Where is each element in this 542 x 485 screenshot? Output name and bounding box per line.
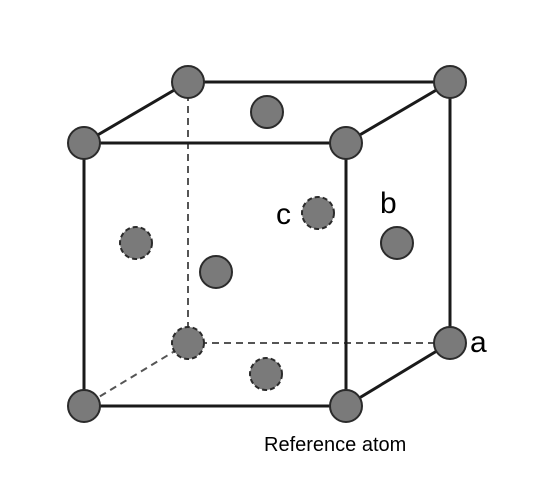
atom-corner-front-top-right (329, 126, 363, 160)
atom-corner-back-bottom-left (171, 326, 205, 360)
label-a: a (470, 326, 487, 359)
label-b: b (380, 187, 397, 220)
labels: c b a Reference atom (264, 187, 487, 456)
atom-corner-back-bottom-right-a (433, 326, 467, 360)
face-center-atoms (119, 95, 414, 391)
atom-back-face-c (301, 196, 335, 230)
atom-corner-back-top-left (171, 65, 205, 99)
atom-right-face-b (380, 226, 414, 260)
atom-front-face (199, 255, 233, 289)
atom-corner-back-top-right (433, 65, 467, 99)
hidden-edge-diagonal (83, 342, 189, 407)
corner-atoms (67, 65, 467, 423)
atom-corner-front-bottom-left (67, 389, 101, 423)
label-c: c (276, 198, 291, 231)
visible-edges (82, 80, 452, 408)
atom-bottom-face (249, 357, 283, 391)
atom-top-face (250, 95, 284, 129)
edge-top-right-diagonal (344, 80, 452, 145)
atom-left-face (119, 226, 153, 260)
edge-bottom-right-diagonal (344, 341, 452, 408)
atom-corner-front-top-left (67, 126, 101, 160)
label-reference-atom: Reference atom (264, 434, 406, 456)
edge-top-left-diagonal (82, 80, 190, 145)
hidden-edges (83, 82, 450, 407)
atom-corner-front-bottom-right-reference (329, 389, 363, 423)
